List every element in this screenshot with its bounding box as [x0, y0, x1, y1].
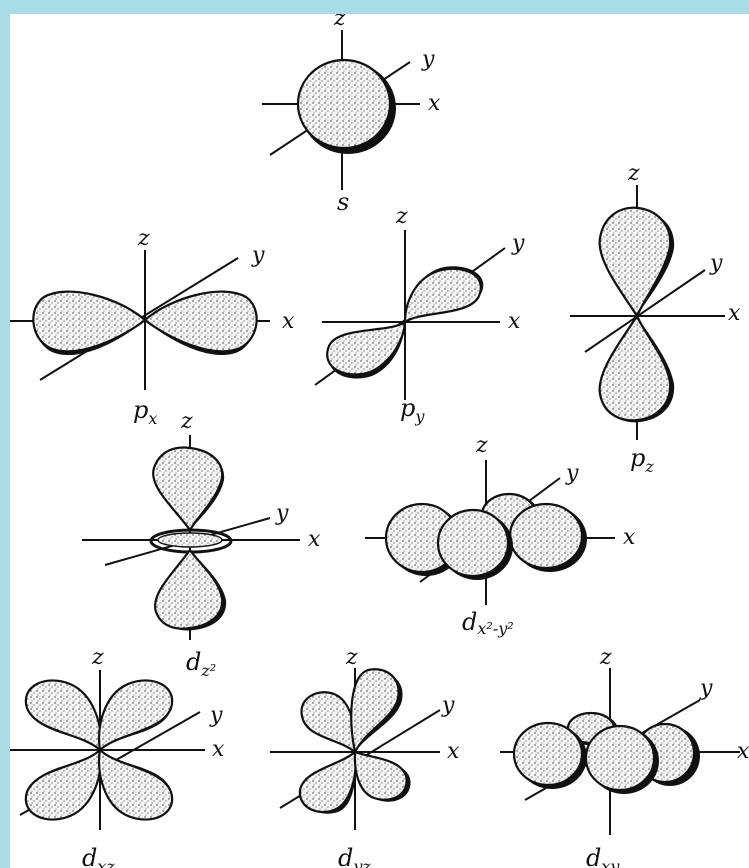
- dx2y2-z-label: z: [475, 433, 488, 458]
- py-orbital-label: py: [400, 394, 425, 426]
- px-z-label: z: [137, 226, 150, 251]
- diagram-paper: z y x s z y x px z y x py: [10, 14, 749, 868]
- dxz-z-label: z: [91, 645, 104, 670]
- dz2-z-label: z: [180, 409, 193, 434]
- s-orbital: z y x s: [262, 14, 441, 216]
- dyz-orbital: z y x dyz: [270, 645, 460, 868]
- dx2y2-x-label: x: [623, 525, 636, 550]
- dz2-x-label: x: [308, 527, 321, 552]
- dxy-orbital-label: dxy: [586, 844, 620, 868]
- dxz-orbital-label: dxz: [82, 844, 115, 868]
- px-x-label: x: [282, 309, 295, 334]
- px-orbital-label: px: [133, 396, 157, 428]
- pz-z-label: z: [627, 161, 640, 186]
- dyz-orbital-label: dyz: [338, 844, 371, 868]
- py-orbital: z y x py: [314, 204, 525, 426]
- dyz-z-label: z: [345, 645, 358, 670]
- dxy-y-label: y: [699, 676, 713, 701]
- s-orbital-label: s: [337, 188, 349, 216]
- py-y-label: y: [511, 231, 525, 256]
- dxz-orbital: z y x dxz: [10, 645, 225, 868]
- dz2-y-label: y: [275, 501, 289, 526]
- s-y-label: y: [421, 47, 435, 72]
- px-orbital: z y x px: [10, 226, 295, 428]
- pz-orbital-label: pz: [630, 444, 654, 476]
- dz2-orbital: z y x dz²: [82, 409, 321, 680]
- dyz-y-label: y: [441, 693, 455, 718]
- dxy-orbital: z y x dxy: [500, 645, 749, 868]
- pz-orbital: z y x pz: [570, 161, 741, 476]
- dx2y2-orbital: z y x dx²-y²: [365, 433, 636, 638]
- dz2-orbital-label: dz²: [186, 648, 216, 680]
- dxy-z-label: z: [599, 645, 612, 670]
- orbitals-diagram: z y x s z y x px z y x py: [10, 14, 749, 868]
- dx2y2-y-label: y: [565, 461, 579, 486]
- dxz-y-label: y: [209, 703, 223, 728]
- py-z-label: z: [395, 204, 408, 229]
- dyz-x-label: x: [447, 739, 460, 764]
- pz-y-label: y: [709, 251, 723, 276]
- dxy-x-label: x: [737, 739, 749, 764]
- dx2y2-orbital-label: dx²-y²: [462, 608, 514, 638]
- py-x-label: x: [508, 309, 521, 334]
- s-x-label: x: [428, 91, 441, 116]
- px-y-label: y: [251, 243, 265, 268]
- pz-x-label: x: [728, 301, 741, 326]
- s-z-label: z: [333, 14, 346, 31]
- dxz-x-label: x: [212, 737, 225, 762]
